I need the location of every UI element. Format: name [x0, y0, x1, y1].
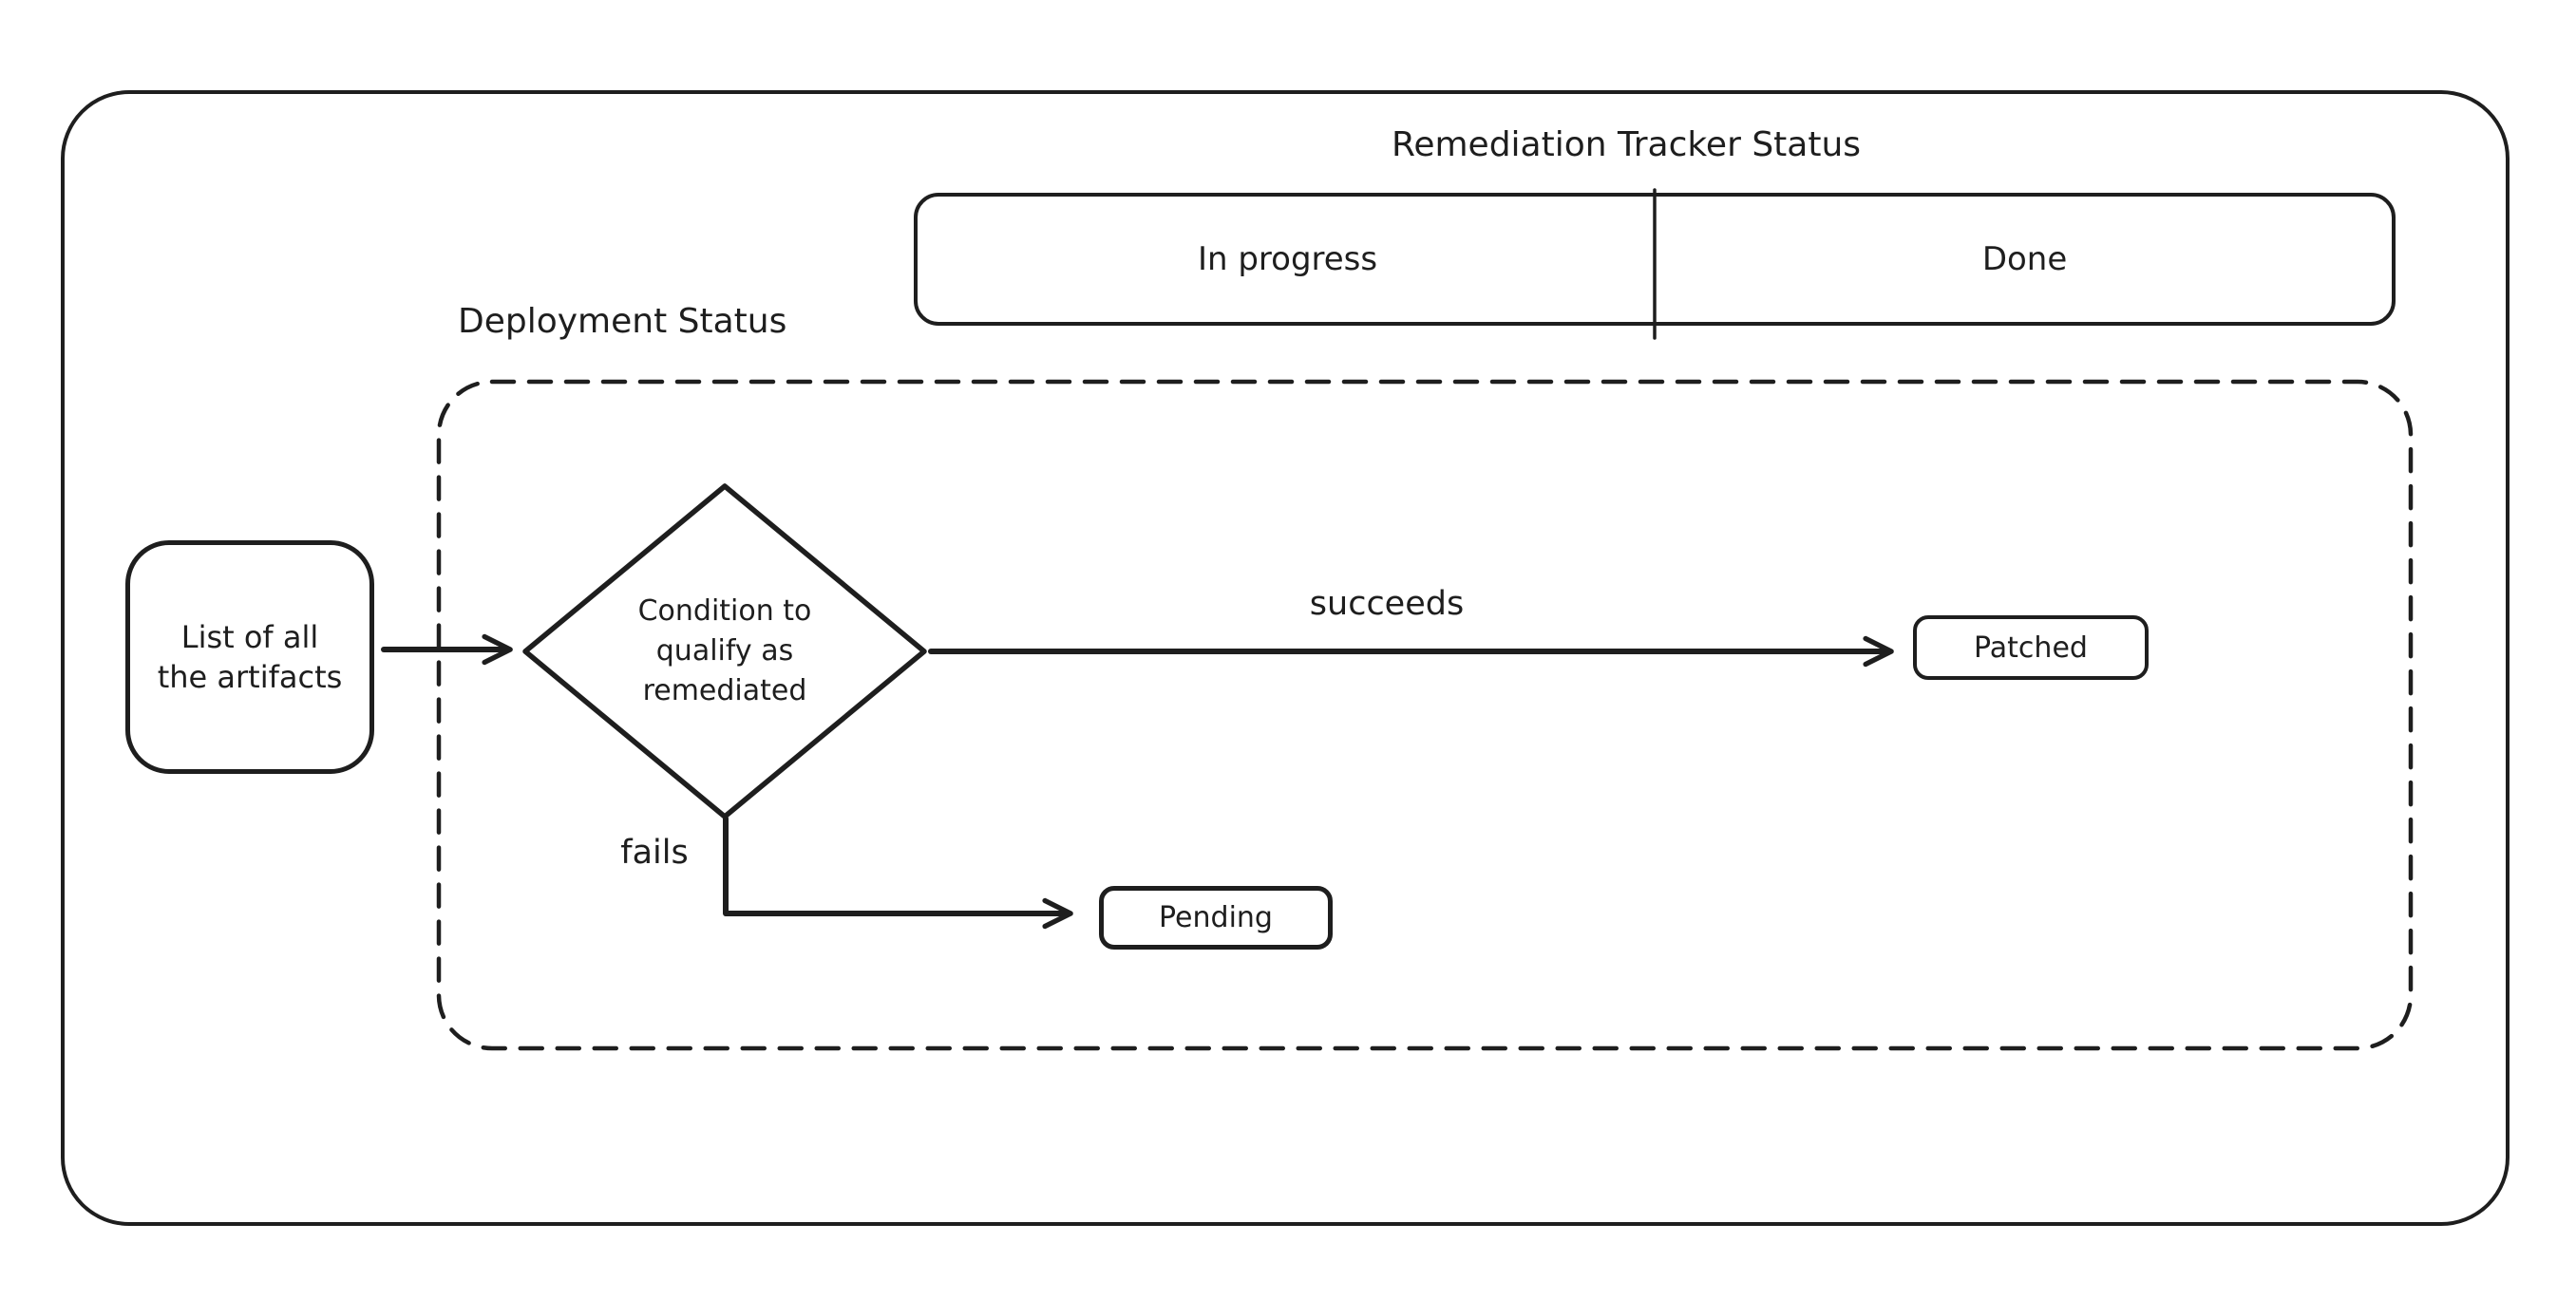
succeeds-edge-label: succeeds	[1309, 585, 1465, 623]
pending-node-label: Pending	[1159, 901, 1273, 934]
patched-node-label: Patched	[1974, 631, 2088, 665]
condition-diamond-label: Condition to qualify as remediated	[582, 592, 867, 711]
condition-label-line2: qualify as	[655, 634, 794, 668]
outer-frame-shape[interactable]	[61, 90, 2510, 1226]
fails-edge-label: fails	[620, 834, 689, 872]
tracker-segment-in-progress[interactable]: In progress	[918, 197, 1657, 322]
tracker-segment-done-label: Done	[1981, 240, 2068, 278]
artifacts-node-label-line2: the artifacts	[157, 659, 343, 695]
tracker-segment-in-progress-label: In progress	[1197, 240, 1378, 278]
diagram-title: Remediation Tracker Status	[1391, 125, 1862, 164]
artifacts-node[interactable]: List of all the artifacts	[125, 540, 374, 774]
condition-label-line3: remediated	[642, 674, 807, 707]
deployment-group-label: Deployment Status	[458, 302, 787, 341]
condition-label-line1: Condition to	[637, 594, 812, 628]
patched-node[interactable]: Patched	[1913, 615, 2149, 680]
tracker-bar[interactable]: In progress Done	[914, 193, 2396, 326]
pending-node[interactable]: Pending	[1099, 886, 1333, 950]
artifacts-node-label-line1: List of all	[180, 619, 319, 655]
tracker-segment-done[interactable]: Done	[1657, 197, 2392, 322]
